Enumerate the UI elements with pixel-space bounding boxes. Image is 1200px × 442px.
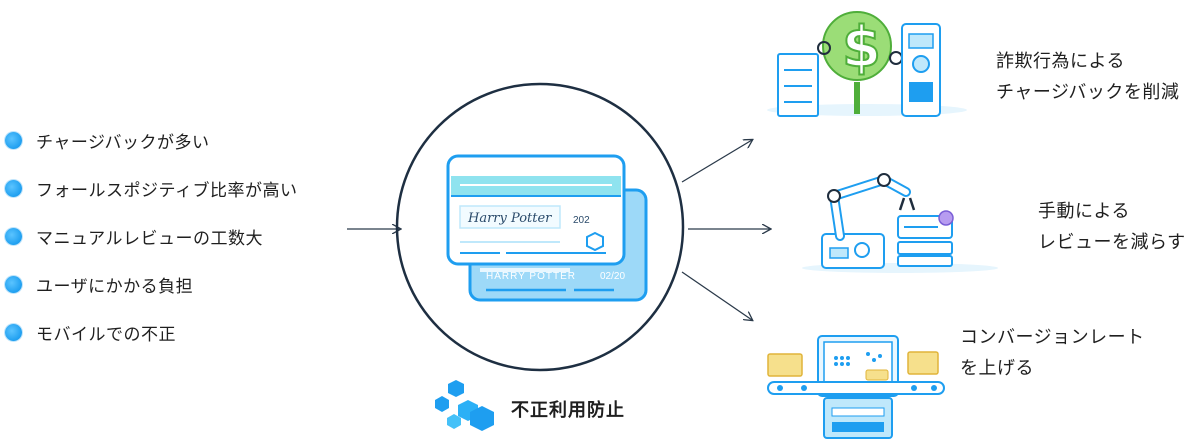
outcome-text: コンバージョンレート を上げる [960,322,1145,384]
center-circle [395,82,685,372]
problem-item: モバイルでの不正 [0,308,297,356]
bullet-dot-icon [5,179,22,197]
problem-label: マニュアルレビューの工数大 [36,228,263,249]
outcome-text: 詐欺行為による チャージバックを削減 [996,46,1179,108]
problem-item: フォールスポジティブ比率が高い [0,164,297,212]
card-cvv-text: 202 [573,215,590,226]
bullet-dot-icon [5,323,22,341]
card-expiry-text: 02/20 [600,271,625,282]
problem-item: マニュアルレビューの工数大 [0,212,297,260]
svg-text:$: $ [842,15,881,80]
hexagon-icon [586,231,604,252]
center-label: 不正利用防止 [511,400,625,421]
outcome-line: レビューを減らす [1038,232,1186,253]
problem-label: フォールスポジティブ比率が高い [36,180,298,201]
outcome-line: コンバージョンレート [960,327,1145,348]
conveyor-computer-illustration [767,335,945,439]
outcome-line: 手動による [1038,201,1130,222]
card-signature-text: Harry Potter [467,211,552,226]
bullet-dot-icon [5,275,22,293]
card-name-text: HARRY POTTER [486,271,576,282]
outcome-text: 手動による レビューを減らす [1038,196,1186,258]
problem-label: チャージバックが多い [36,132,210,153]
credit-card-front: Harry Potter 202 [446,154,626,266]
problem-list: チャージバックが多い フォールスポジティブ比率が高い マニュアルレビューの工数大… [0,116,297,356]
outcome-line: 詐欺行為による [996,51,1125,72]
hexagon-cluster-icon [435,380,494,431]
outcome-line: チャージバックを削減 [996,82,1180,103]
money-tree-illustration: $ [767,11,967,117]
bullet-dot-icon [5,131,22,149]
bullet-dot-icon [5,227,22,245]
outcome-line: を上げる [960,358,1034,379]
output-arrow-top [681,140,752,183]
robot-arm-illustration [802,173,998,273]
problem-label: ユーザにかかる負担 [36,276,194,297]
output-arrow-bottom [681,271,752,320]
problem-label: モバイルでの不正 [36,324,176,345]
credit-card-illustration: HARRY POTTER 02/20 Harry Potter 202 [446,154,648,302]
problem-item: ユーザにかかる負担 [0,260,297,308]
problem-item: チャージバックが多い [0,116,297,164]
